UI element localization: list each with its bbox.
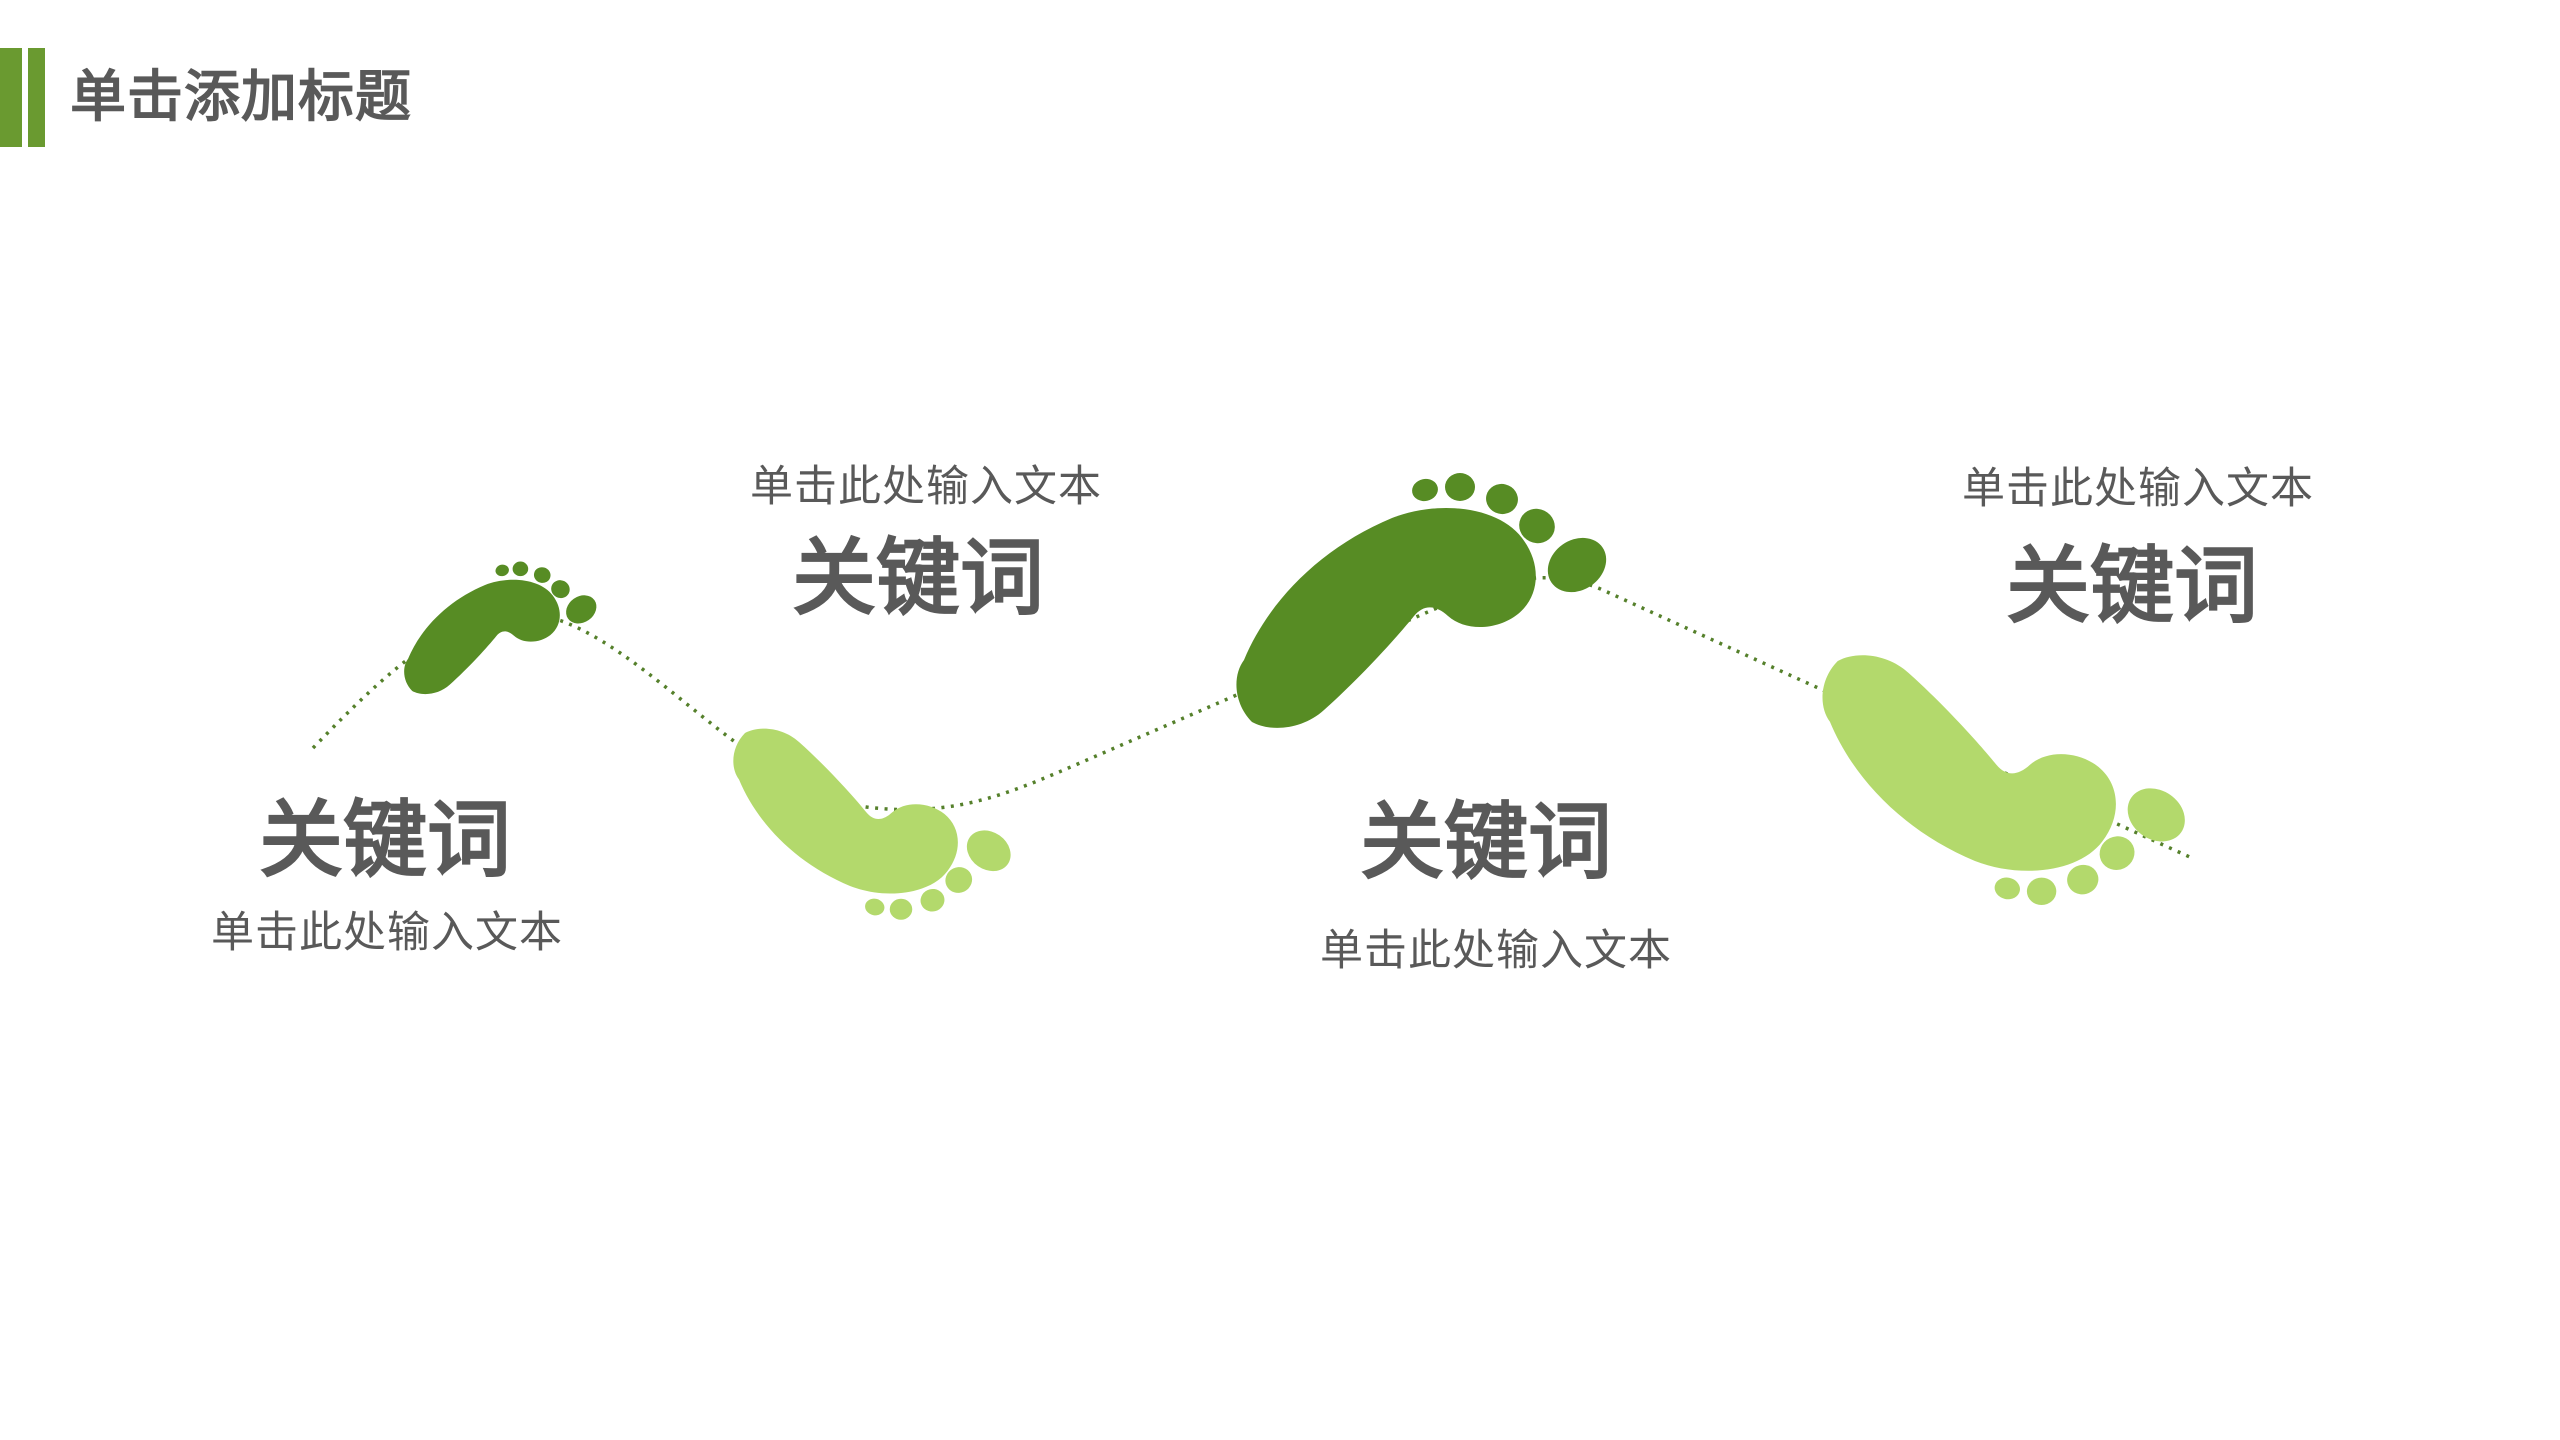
description-placeholder-1[interactable]: 单击此处输入文本 [211, 909, 563, 957]
keyword-text-4[interactable]: 关键词 [2005, 539, 2259, 633]
footprint-icon-step3 [1236, 473, 1617, 728]
keyword-text-2[interactable]: 关键词 [791, 531, 1045, 625]
description-placeholder-2[interactable]: 单击此处输入文本 [750, 463, 1102, 511]
description-placeholder-4[interactable]: 单击此处输入文本 [1962, 465, 2314, 513]
footprint-icon-step2 [733, 728, 1019, 920]
keyword-text-3[interactable]: 关键词 [1359, 795, 1613, 889]
title-accent-bar-thick [0, 48, 22, 147]
keyword-text-1[interactable]: 关键词 [258, 793, 512, 887]
footprint-icon-step1 [404, 561, 602, 695]
title-accent-bar-thin [28, 48, 45, 147]
description-placeholder-3[interactable]: 单击此处输入文本 [1320, 927, 1672, 975]
slide-title-placeholder[interactable]: 单击添加标题 [70, 65, 412, 128]
footprint-icon-step4 [1822, 655, 2196, 906]
